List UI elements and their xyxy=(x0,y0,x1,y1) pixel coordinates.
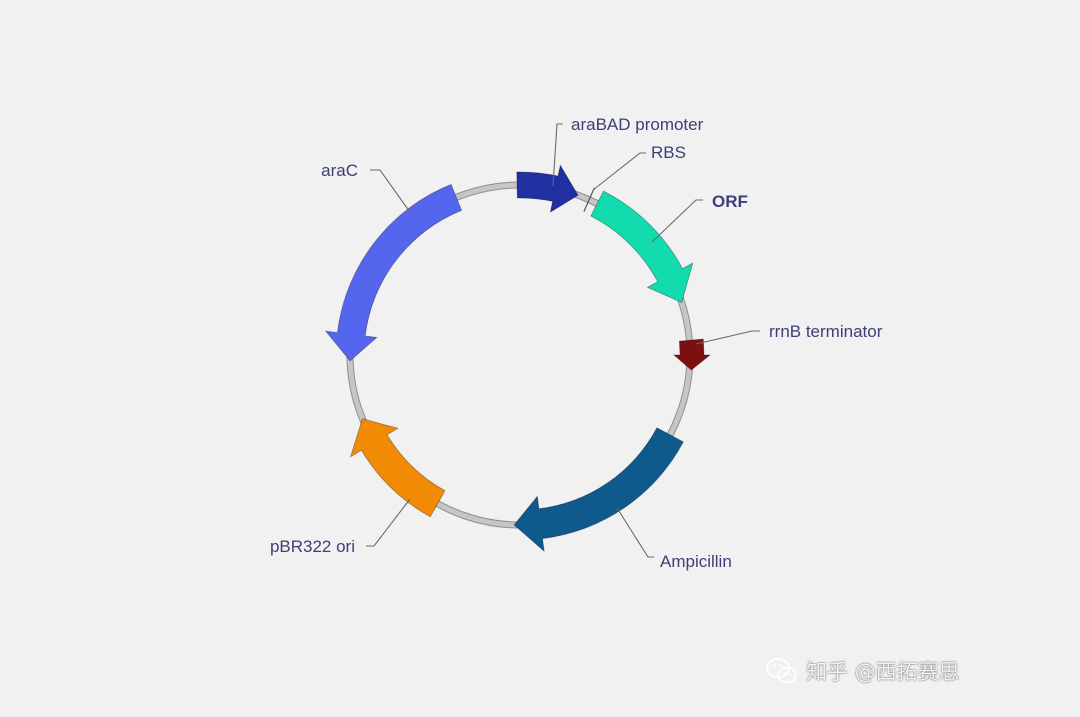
rbs-label: RBS xyxy=(651,143,686,162)
rrnb-feature-arrow xyxy=(672,338,712,371)
arabad-feature-arrow xyxy=(516,164,579,213)
watermark: 知乎 @西拓赛思 xyxy=(766,655,960,687)
rbs-feature-mark xyxy=(583,187,595,212)
orf-feature-arrow xyxy=(590,190,694,304)
arac-feature-arrow xyxy=(324,183,463,362)
wechat-icon xyxy=(766,658,797,684)
arabad-leader-line xyxy=(552,123,563,187)
orf-label: ORF xyxy=(712,192,748,211)
orf-leader-line xyxy=(651,199,703,243)
ori-label: pBR322 ori xyxy=(270,537,355,556)
ori-leader-line xyxy=(366,498,411,547)
rrnb-label: rrnB terminator xyxy=(769,322,883,341)
ampicillin-leader-line xyxy=(616,507,654,558)
arac-leader-line xyxy=(370,169,413,216)
ampicillin-label: Ampicillin xyxy=(660,552,732,571)
watermark-text: 知乎 @西拓赛思 xyxy=(806,660,960,684)
leader-lines xyxy=(366,123,760,558)
rrnb-leader-line xyxy=(695,330,760,345)
arabad-label: araBAD promoter xyxy=(571,115,704,134)
ampicillin-feature-arrow xyxy=(513,427,684,553)
rbs-leader-line xyxy=(592,152,646,191)
arac-label: araC xyxy=(321,161,358,180)
ori-feature-arrow xyxy=(349,418,446,518)
feature-arrows xyxy=(324,164,712,553)
